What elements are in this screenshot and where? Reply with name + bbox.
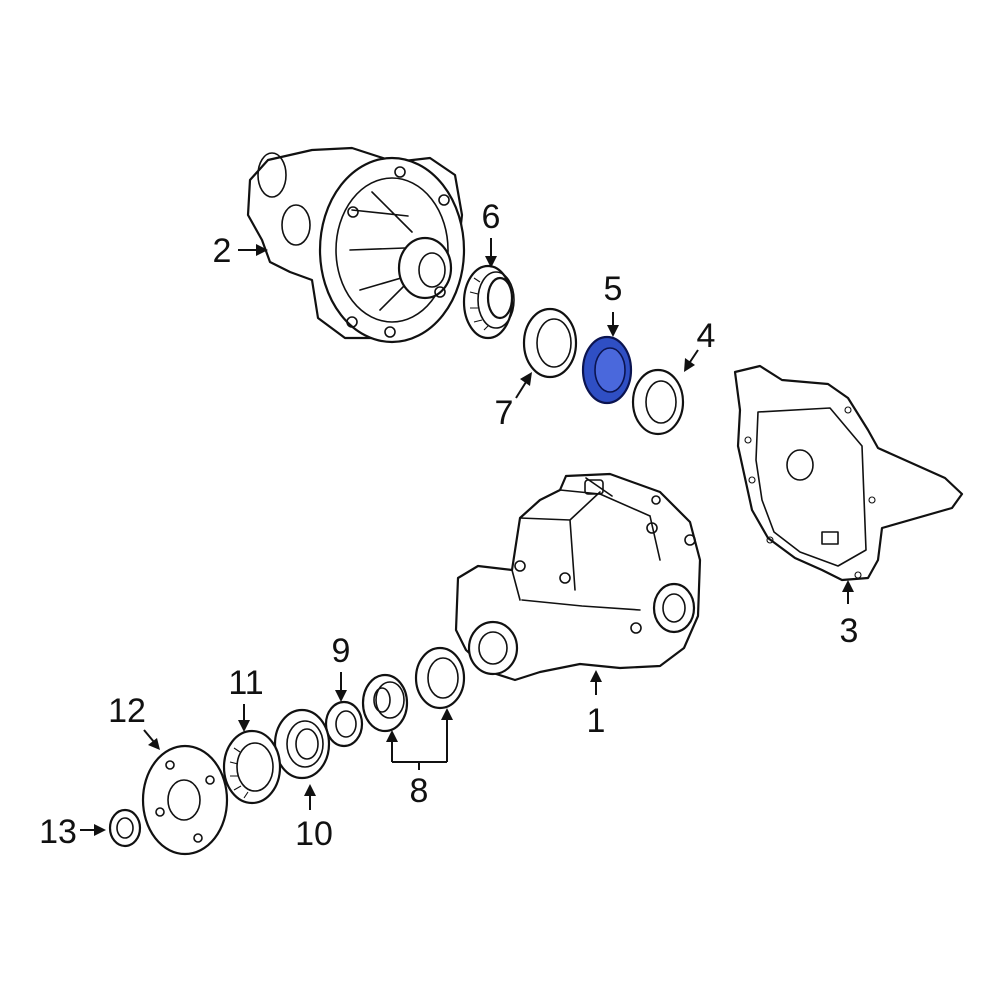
part-1-housing[interactable] (454, 472, 702, 682)
part-9-washer[interactable] (324, 700, 364, 748)
part-10-bearing[interactable] (273, 708, 331, 780)
callout-13: 13 (39, 813, 77, 851)
callout-7: 7 (495, 394, 514, 432)
callout-12: 12 (108, 692, 146, 730)
leader-lines (80, 238, 854, 836)
callout-10: 10 (295, 815, 333, 853)
callout-9: 9 (332, 632, 351, 670)
part-8-seal-pair[interactable] (361, 646, 466, 733)
part-7-bearing-race[interactable] (522, 307, 578, 379)
part-13-nut[interactable] (108, 808, 142, 848)
part-11-bearing[interactable] (222, 729, 282, 805)
callout-3: 3 (840, 612, 859, 650)
callout-6: 6 (482, 198, 501, 236)
part-6-roller-bearing[interactable] (462, 264, 515, 340)
callout-1: 1 (587, 702, 606, 740)
part-5-seal[interactable] (581, 335, 633, 405)
callout-4: 4 (697, 317, 716, 355)
callout-2: 2 (213, 232, 232, 270)
part-2-differential-case[interactable] (246, 146, 466, 344)
part-3-rear-cover[interactable] (733, 364, 964, 582)
callout-labels: 1 2 3 4 5 6 7 8 9 10 11 12 13 (39, 198, 858, 853)
callout-8: 8 (410, 772, 429, 810)
part-12-companion-flange[interactable] (141, 744, 229, 856)
part-4-bearing[interactable] (631, 368, 685, 436)
callout-11: 11 (228, 664, 263, 702)
callout-5: 5 (604, 270, 623, 308)
